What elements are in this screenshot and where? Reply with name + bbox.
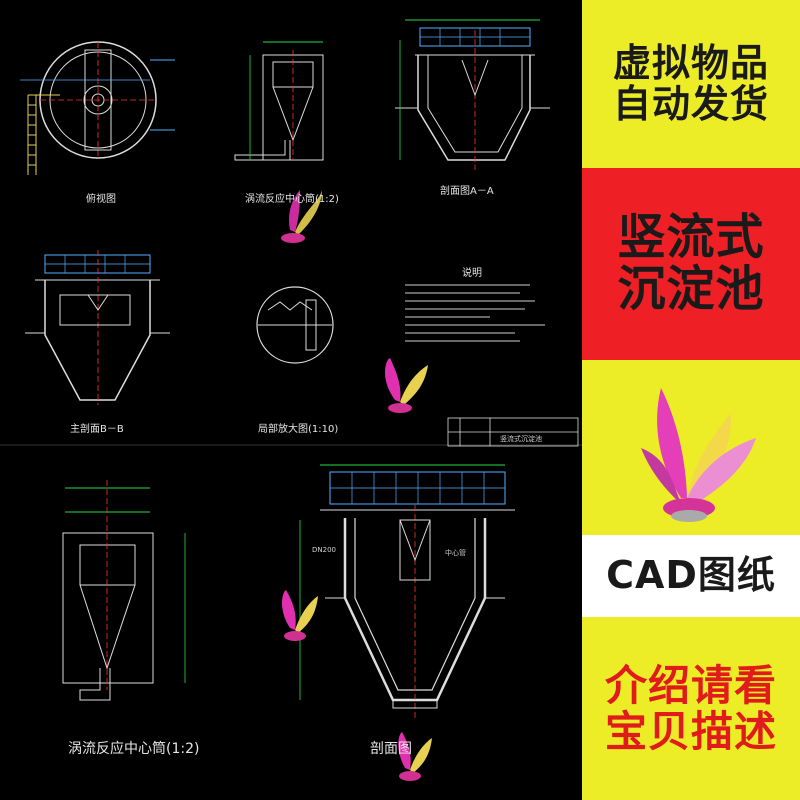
promo-line: 宝贝描述 (604, 706, 777, 756)
section-bottom-label: 剖面图 (370, 741, 412, 757)
feather-watermark-3 (282, 590, 318, 641)
plan-view-drawing (20, 41, 175, 175)
section-b-label: 主剖面B－B (70, 424, 124, 435)
title-block-label: 竖流式沉淀池 (500, 435, 542, 443)
promo-panel-cad: CAD图纸 (582, 535, 800, 617)
plan-view-label: 俯视图 (86, 194, 116, 205)
title-block (447, 417, 579, 447)
feather-watermark-2 (385, 358, 428, 413)
promo-line: CAD图纸 (606, 553, 776, 598)
feather-watermark-4 (398, 732, 432, 781)
promo-sidebar: 虚拟物品 自动发货 竖流式 沉淀池 CAD图纸 介绍请看 宝贝描述 (582, 0, 800, 800)
detail-label: 局部放大图(1:10) (258, 424, 339, 435)
notes-lines (405, 284, 545, 342)
promo-line: 竖流式 (617, 209, 765, 266)
center-pipe-bottom-drawing (62, 480, 186, 701)
notes-title: 说明 (462, 268, 482, 279)
center-pipe-bottom-label: 涡流反应中心筒(1:2) (68, 741, 200, 757)
center-pipe-top-label: 涡流反应中心筒(1:2) (245, 194, 339, 205)
center-pipe-callout: 中心管 (445, 549, 466, 557)
dn200-label: DN200 (312, 546, 336, 554)
section-a-label: 剖面图A－A (440, 186, 494, 197)
feather-watermark-1 (281, 190, 322, 243)
center-pipe-top-drawing (234, 41, 324, 161)
cad-drawing (0, 19, 582, 781)
promo-line: 虚拟物品 (612, 40, 769, 85)
section-bottom-drawing (299, 464, 515, 720)
promo-panel-description: 介绍请看 宝贝描述 (582, 617, 800, 800)
detail-drawing (256, 286, 334, 364)
feather-shuttlecock-image (641, 387, 756, 522)
promo-panel-image (582, 360, 800, 535)
cad-drawing-area: 俯视图 涡流反应中心筒(1:2) 剖面图A－A 主剖面B－B 局部放大图(1:1… (0, 19, 582, 781)
section-a-drawing (395, 19, 550, 170)
section-b-drawing (25, 250, 170, 405)
promo-panel-virtual-goods: 虚拟物品 自动发货 (582, 0, 800, 168)
promo-line: 沉淀池 (617, 261, 765, 317)
promo-line: 自动发货 (612, 82, 769, 126)
promo-line: 介绍请看 (604, 661, 777, 711)
promo-panel-title: 竖流式 沉淀池 (582, 168, 800, 360)
